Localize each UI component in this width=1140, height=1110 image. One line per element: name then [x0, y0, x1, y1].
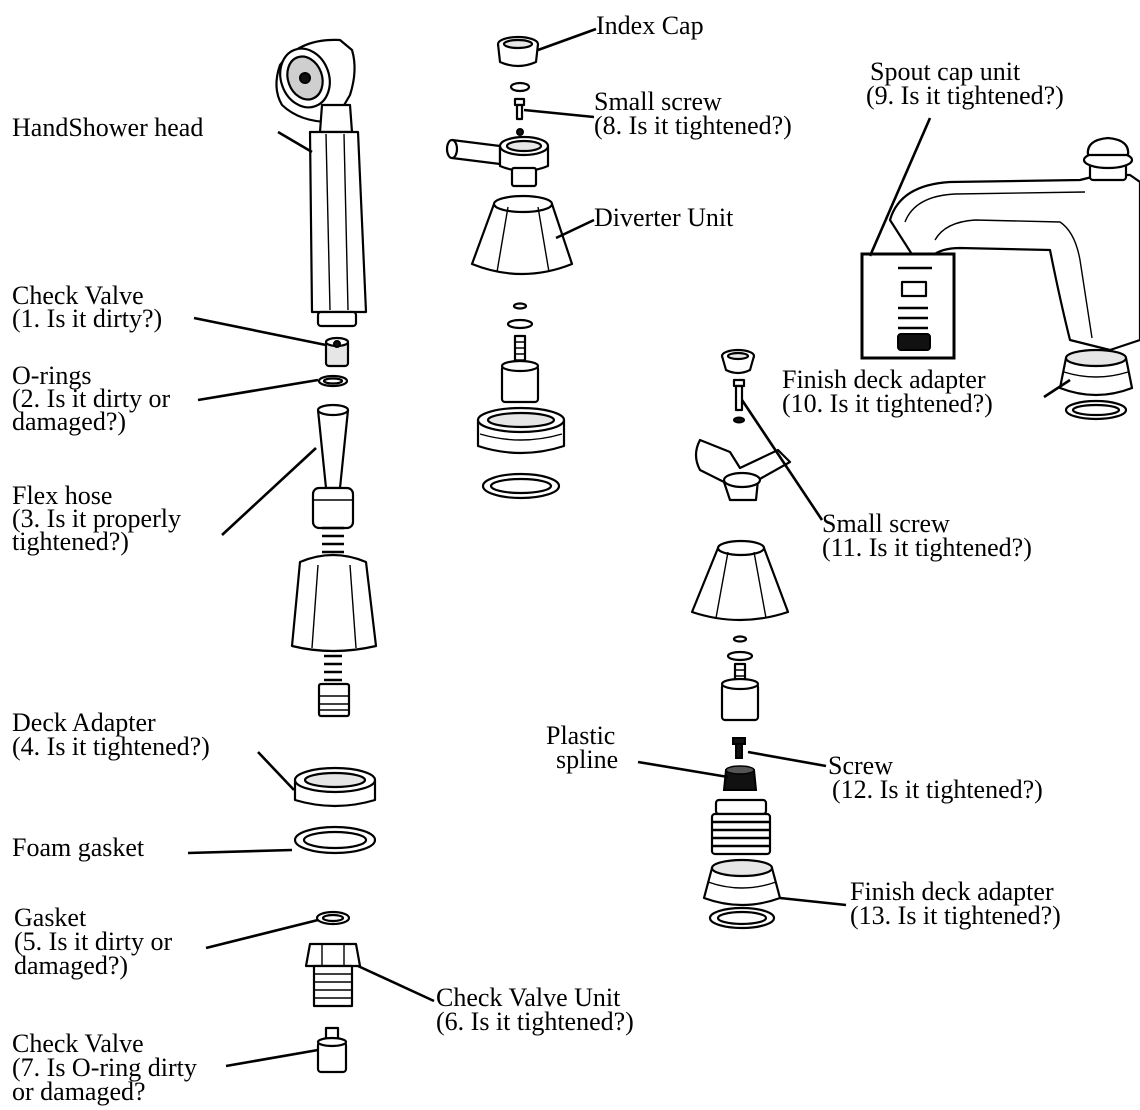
spout-cap-inset: [860, 252, 956, 360]
diverter-deck-adapter-part: [476, 406, 566, 455]
label-finish-deck-adapter-10: Finish deck adapter: [782, 365, 986, 394]
labels: HandShower head Check Valve (1. Is it di…: [12, 11, 1064, 1106]
washer-dot-2: [733, 416, 745, 424]
small-screw-11-part: [732, 378, 746, 412]
label-spout-cap-note: (9. Is it tightened?): [866, 81, 1064, 110]
small-ring-part: [509, 81, 531, 93]
label-flex-hose-note-1: (3. Is it properly: [12, 504, 181, 533]
label-screw-12: Screw: [828, 751, 893, 780]
foam-gasket-part: [293, 825, 377, 855]
label-check-valve-7-note-1: (7. Is O-ring dirty: [12, 1053, 197, 1082]
label-finish-deck-adapter-13-note: (13. Is it tightened?): [850, 901, 1061, 930]
plastic-spline-part: [722, 765, 758, 791]
label-o-rings-note-1: (2. Is it dirty or: [12, 384, 170, 413]
label-foam-gasket: Foam gasket: [12, 833, 145, 862]
label-check-valve-1: Check Valve: [12, 281, 144, 310]
label-small-screw-11: Small screw: [822, 509, 950, 538]
finish-deck-adapter-13-part: [702, 858, 782, 930]
label-small-screw-8-note: (8. Is it tightened?): [594, 111, 792, 140]
flex-hose-part: [290, 403, 378, 718]
label-handshower-head: HandShower head: [12, 113, 203, 142]
deck-adapter-part: [293, 766, 377, 808]
label-gasket: Gasket: [14, 903, 87, 932]
label-index-cap: Index Cap: [596, 11, 704, 40]
label-check-valve-1-note: (1. Is it dirty?): [12, 304, 162, 333]
finish-deck-adapter-10-part: [1058, 348, 1134, 421]
label-screw-12-note: (12. Is it tightened?): [832, 775, 1043, 804]
threaded-adapter-part: [710, 798, 772, 856]
index-cap-part: [496, 35, 540, 68]
label-flex-hose: Flex hose: [12, 481, 112, 510]
label-check-valve-unit: Check Valve Unit: [436, 983, 621, 1012]
label-o-rings-note-2: damaged?): [12, 407, 126, 436]
label-plastic-spline-2: spline: [556, 745, 618, 774]
washer-dot: [516, 128, 524, 136]
check-valve-7-part: [316, 1026, 348, 1074]
check-valve-1-part: [324, 336, 350, 368]
diverter-cartridge-part: [500, 302, 540, 404]
diverter-gasket-part: [481, 472, 561, 500]
label-plastic-spline-1: Plastic: [546, 721, 615, 750]
label-check-valve-7-note-2: or damaged?: [12, 1077, 146, 1106]
spout-part: [888, 136, 1140, 352]
label-small-screw-11-note: (11. Is it tightened?): [822, 533, 1032, 562]
label-deck-adapter: Deck Adapter: [12, 708, 156, 737]
handle-bonnet-part: [690, 539, 790, 622]
diverter-lever-part: [445, 135, 550, 188]
label-gasket-note-2: damaged?): [14, 951, 128, 980]
label-small-screw-8: Small screw: [594, 87, 722, 116]
label-gasket-note-1: (5. Is it dirty or: [14, 927, 172, 956]
handle-cartridge-part: [720, 635, 760, 722]
diverter-unit-part: [470, 194, 574, 276]
label-flex-hose-note-2: tightened?): [12, 527, 129, 556]
label-finish-deck-adapter-10-note: (10. Is it tightened?): [782, 389, 993, 418]
label-finish-deck-adapter-13: Finish deck adapter: [850, 877, 1054, 906]
label-spout-cap: Spout cap unit: [870, 57, 1021, 86]
handshower-head-part: [275, 38, 368, 328]
o-ring-part: [317, 374, 349, 388]
label-check-valve-7: Check Valve: [12, 1029, 144, 1058]
gasket-part: [315, 910, 351, 926]
label-deck-adapter-note: (4. Is it tightened?): [12, 732, 210, 761]
check-valve-unit-part: [304, 942, 362, 1008]
screw-12-part: [732, 737, 746, 759]
label-check-valve-unit-note: (6. Is it tightened?): [436, 1007, 634, 1036]
small-screw-8-part: [513, 97, 526, 121]
label-diverter-unit: Diverter Unit: [594, 203, 734, 232]
cross-handle-part: [694, 438, 792, 502]
leader-lines: [187, 27, 1071, 1068]
handle-index-cap-part: [720, 348, 756, 375]
label-o-rings: O-rings: [12, 361, 91, 390]
